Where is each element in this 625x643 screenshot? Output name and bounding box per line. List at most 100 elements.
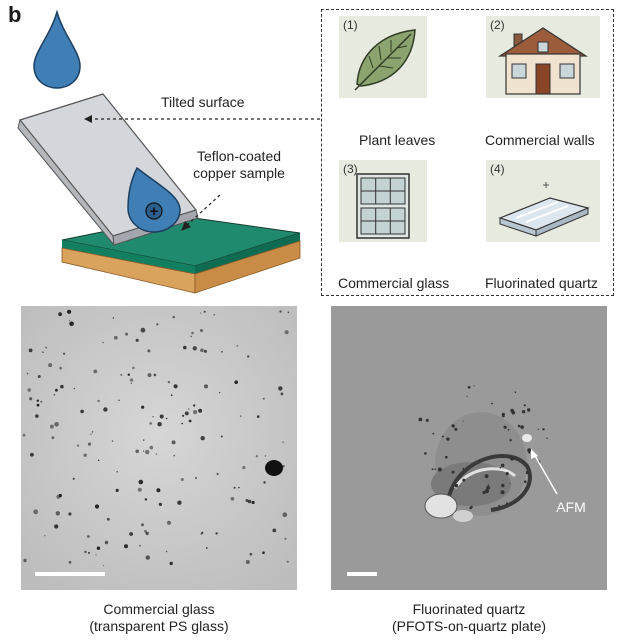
residue-spot [449,489,451,491]
residue-spot [462,478,466,482]
residue-spot [139,544,141,547]
sample-label: Teflon-coated copper sample [184,148,294,182]
residue-spot [53,393,56,396]
residue-spot [203,310,206,313]
residue-spot [97,399,100,403]
residue-spot [141,523,144,527]
residue-spot [527,408,531,412]
residue-spot [484,488,489,494]
residue-spot [200,329,203,332]
residue-spot [542,428,545,431]
residue-spot [147,373,152,378]
residue-spot [200,348,204,353]
residue-spot [23,558,27,563]
label-plant-leaves: Plant leaves [359,132,436,148]
residue-spot [521,410,526,414]
residue-spot [156,488,161,493]
residue-spot [247,499,252,504]
residue-spot [165,417,168,420]
residue-spot [60,384,64,389]
residue-spot [184,411,189,416]
quartz-plate-icon [498,182,590,237]
residue-spot [418,417,423,422]
residue-spot [45,346,47,349]
residue-spot [500,463,505,468]
residue-spot [181,422,183,425]
sample-leader [185,194,221,227]
leaf-icon [354,29,416,91]
residue-spot [129,378,134,382]
residue-spot [173,454,175,457]
residue-spot [143,450,145,452]
residue-spot [91,431,94,433]
residue-spot [137,487,142,492]
residue-spot [262,551,265,554]
residue-spot [193,410,198,415]
residue-spot [51,436,55,439]
residue-spot [96,546,101,550]
residue-spot [286,560,289,563]
residue-spot [55,511,60,516]
large-particle [265,460,283,476]
residue-spot [135,338,139,342]
residue-spot [200,312,202,314]
residue-spot [132,366,135,370]
residue-spot [500,490,505,495]
residue-spot [454,483,459,488]
residue-spot [159,414,164,419]
residue-spot [509,439,512,442]
residue-spot [441,436,444,438]
card-commercial-glass: (3) [339,160,427,242]
label-commercial-glass: Commercial glass [338,275,450,291]
residue-spot [466,395,468,397]
residue-spot [215,532,218,535]
residue-spot [264,455,267,457]
residue-spot [140,327,146,333]
residue-spot [169,561,173,566]
residue-spot [165,550,168,553]
residue-spot [282,441,284,443]
residue-spot [220,435,223,438]
scale-bar [35,572,105,576]
residue-spot [84,550,87,554]
residue-spot [141,405,145,409]
residue-spot [69,321,74,327]
residue-spot [236,344,239,347]
residue-spot [262,397,265,400]
residue-spot [434,468,436,470]
residue-spot [510,456,515,461]
card-plant-leaves: (1) [339,16,427,98]
residue-spot [124,544,128,549]
schematic-diagram: + [17,9,320,294]
residue-spot [40,400,43,403]
residue-spot [157,422,162,427]
residue-spot [33,509,39,515]
residue-spot [446,437,450,441]
residue-spot [29,397,33,401]
residue-spot [58,493,62,498]
residue-spot [193,404,196,407]
caption-line1: Commercial glass [103,601,215,617]
residue-spot [284,330,289,335]
residue-spot [102,565,105,567]
residue-spot [166,520,172,525]
residue-spot [173,384,178,389]
residue-spot [501,483,505,488]
caption-line2: (transparent PS glass) [89,618,229,634]
residue-spot [112,317,115,319]
residue-spot [191,331,194,335]
residue-spot [467,385,471,389]
residue-spot [68,319,71,322]
residue-spot [182,414,185,417]
caption-line1: Fluorinated quartz [412,601,526,617]
residue-spot [190,335,193,338]
residue-spots [22,309,290,567]
residue-spot [527,448,532,453]
residue-spot [30,452,34,457]
residue-spot [216,472,219,476]
caption-commercial-glass: Commercial glass (transparent PS glass) [21,601,297,635]
residue-spot [171,440,176,445]
residue-spot [204,384,208,389]
residue-spot [68,560,72,564]
residue-spot [517,424,521,428]
